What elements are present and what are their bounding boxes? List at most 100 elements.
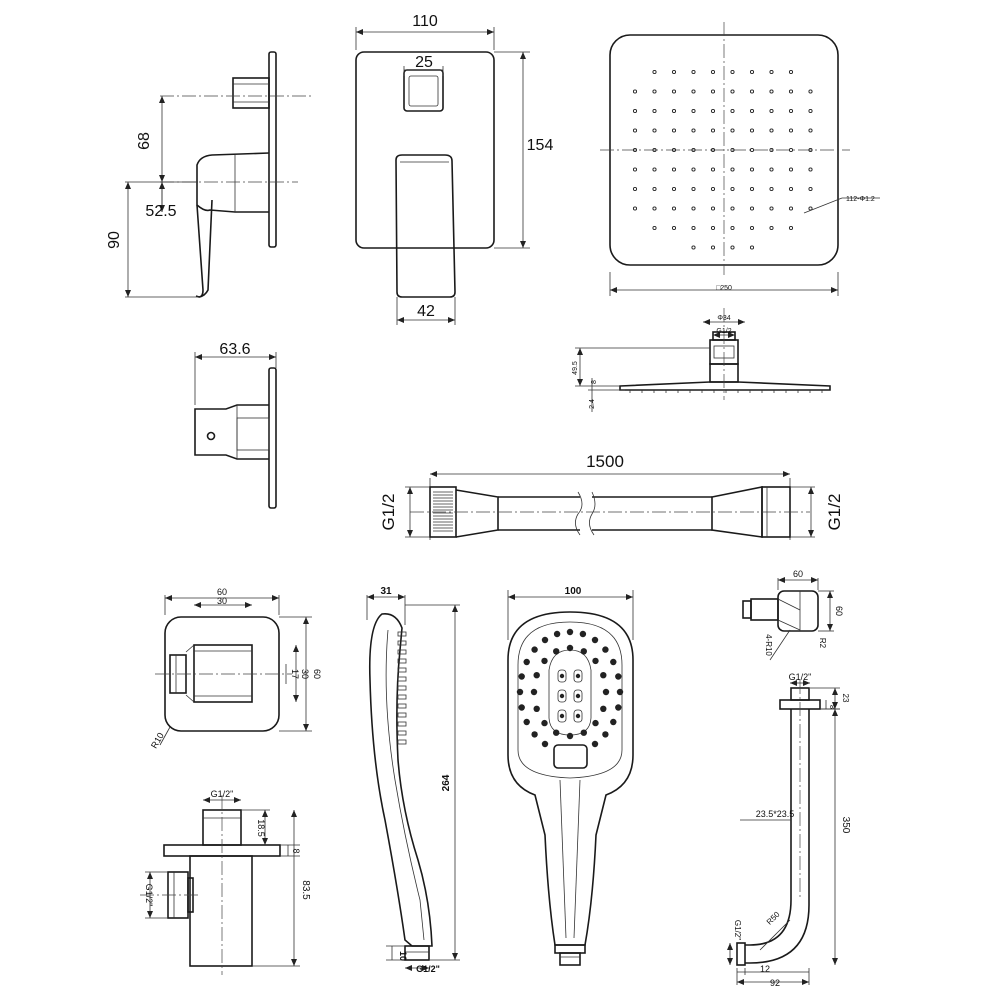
arm-d350: 350 — [840, 817, 851, 834]
rain-nozzle — [710, 186, 716, 192]
rain-nozzle — [749, 245, 755, 250]
shower-hose: 1500 G1/2 G1/2 — [379, 452, 844, 540]
hose-length: 1500 — [586, 452, 624, 471]
middle-nozzle — [580, 648, 587, 655]
rain-nozzle — [788, 206, 794, 211]
rain-nozzle — [710, 167, 716, 172]
hose-nut-knurl — [433, 491, 453, 532]
rain-nozzle — [749, 69, 755, 75]
outlet-thread-top: G1/2" — [211, 789, 234, 799]
rain-nozzle — [808, 147, 813, 153]
rain-nozzle — [730, 206, 735, 211]
outer-nozzle — [518, 704, 525, 711]
mixer-front-view: 110 25 154 42 — [355, 13, 554, 325]
arm-flange-view: 60 60 4-R10 R2 — [742, 569, 844, 661]
dim-110: 110 — [412, 13, 438, 30]
rain-nozzle — [749, 225, 755, 231]
rain-nozzle — [710, 69, 716, 75]
rain-nozzle — [652, 186, 657, 192]
rain-side-nozzles — [629, 390, 823, 393]
rain-nozzle — [749, 186, 755, 192]
side-nozzle — [397, 649, 407, 655]
arm-thread-top: G1/2" — [789, 672, 812, 682]
shower-arm-view: G1/2" 23 8 23.5*23.5 350 R50 G1/2" 12 92 — [727, 672, 851, 988]
side-nozzle — [397, 730, 407, 736]
rain-nozzle — [671, 128, 677, 133]
rain-nozzle — [632, 108, 638, 114]
hose-thread-left: G1/2 — [379, 494, 398, 531]
rain-d49-5: 49.5 — [572, 361, 579, 375]
rain-nozzle — [691, 69, 696, 75]
flange-r2: R2 — [818, 638, 827, 649]
rain-d34: Φ34 — [717, 315, 730, 322]
rain-nozzle — [671, 206, 677, 211]
outlet-d30v: 30 — [300, 669, 310, 679]
middle-nozzle — [566, 732, 574, 740]
rain-nozzle — [652, 128, 657, 133]
center-nozzle-hole — [559, 713, 565, 719]
outlet-thread-left: G1/2" — [144, 884, 154, 907]
outer-nozzle — [602, 646, 609, 653]
center-nozzle — [573, 689, 583, 703]
rain-thread: G1/2 — [716, 328, 731, 335]
rain-nozzle — [632, 147, 638, 153]
rain-nozzle — [710, 225, 716, 231]
rain-nozzle — [710, 206, 716, 211]
dim-63-6: 63.6 — [219, 341, 250, 358]
side-nozzle — [397, 694, 407, 700]
rain-nozzle — [632, 206, 638, 211]
rain-nozzle — [788, 108, 794, 114]
dim-154: 154 — [527, 137, 554, 154]
rain-nozzle — [652, 89, 657, 94]
outer-nozzle — [610, 718, 617, 726]
rain-nozzle — [671, 89, 677, 94]
middle-nozzle — [533, 672, 540, 679]
rain-nozzle — [808, 128, 813, 133]
rain-nozzle — [691, 245, 696, 250]
outer-nozzle — [531, 731, 538, 738]
rain-head-top-view: 112-Φ1.2 □250 — [600, 22, 880, 296]
flange-d60v: 60 — [834, 606, 844, 616]
rain-nozzle — [691, 225, 696, 231]
side-nozzle — [397, 739, 407, 745]
rain-nozzle — [730, 147, 735, 153]
middle-nozzle — [533, 705, 540, 712]
middle-nozzle — [553, 729, 560, 736]
rain-nozzle — [710, 89, 716, 94]
rain-nozzle — [749, 206, 755, 211]
rain-nozzle — [691, 147, 696, 153]
center-nozzle-hole — [575, 693, 581, 699]
rain-nozzle — [749, 108, 755, 114]
middle-nozzle — [592, 719, 599, 727]
rain-nozzle — [730, 245, 735, 250]
center-nozzle — [557, 669, 567, 683]
rain-nozzle — [730, 89, 735, 94]
arm-d12: 12 — [760, 964, 770, 974]
rain-nozzle — [730, 167, 735, 172]
middle-nozzle — [600, 705, 607, 712]
rain-nozzle — [652, 147, 657, 153]
rain-nozzle — [808, 186, 813, 192]
rain-nozzle — [788, 128, 794, 133]
rain-nozzle — [671, 167, 677, 172]
outer-nozzle — [615, 704, 622, 711]
outer-nozzle — [541, 740, 549, 748]
middle-nozzle — [541, 657, 548, 665]
rain-nozzle — [749, 128, 755, 133]
outer-nozzle — [591, 636, 599, 644]
outlet-d8: 8 — [291, 848, 301, 853]
mixer-side-view: 68 52.5 90 — [106, 51, 312, 298]
rain-nozzle — [769, 128, 774, 133]
dim-52-5: 52.5 — [145, 203, 176, 220]
outer-nozzle — [541, 636, 549, 644]
outer-nozzle — [566, 628, 574, 636]
outlet-d30: 30 — [217, 596, 227, 606]
rain-d8: 8 — [591, 380, 598, 384]
middle-nozzle — [553, 648, 560, 655]
rain-size-label: □250 — [716, 285, 732, 292]
outlet-r10: R10 — [149, 731, 166, 750]
outer-nozzle — [553, 630, 561, 638]
side-nozzle — [397, 685, 407, 691]
mixer-body-view: 63.6 — [194, 341, 277, 509]
side-nozzle — [397, 631, 407, 637]
